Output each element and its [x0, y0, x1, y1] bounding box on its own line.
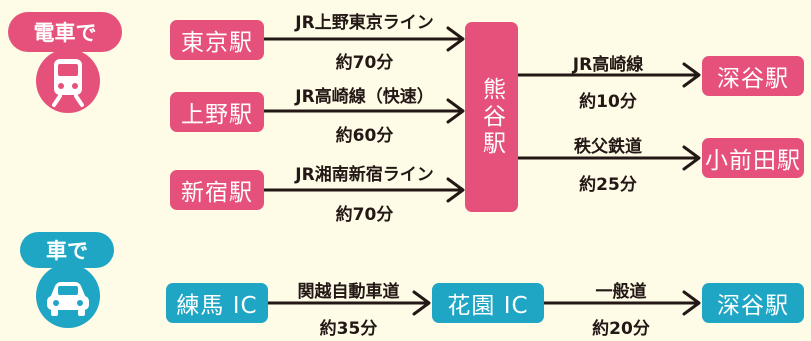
line-label-tokyo: JR上野東京ライン: [295, 13, 434, 33]
line-label-shinjuku: JR湘南新宿ライン: [295, 165, 434, 185]
train-badge-label: 電車で: [33, 21, 97, 45]
ic-hanazono: 花園 IC: [432, 283, 544, 323]
station-obusuda: 小前田駅: [702, 138, 804, 178]
car-icon-circle: [36, 264, 100, 328]
line-label-obusuda: 秩父鉄道: [574, 137, 642, 157]
station-shinjuku: 新宿駅: [170, 170, 264, 210]
station-kumagaya: 熊谷駅: [465, 22, 518, 212]
line-label-fukaya: JR高崎線: [572, 55, 644, 75]
line-label-ueno: JR高崎線（快速）: [295, 87, 434, 107]
time-label-shinjuku: 約70分: [335, 205, 394, 225]
station-fukaya-car: 深谷駅: [702, 283, 804, 323]
station-fukaya-train: 深谷駅: [702, 56, 804, 96]
car-badge-label: 車で: [46, 239, 88, 263]
car-badge: 車で: [20, 232, 114, 268]
time-label-tokyo: 約70分: [335, 53, 394, 73]
road-label-ippandou: 一般道: [595, 282, 647, 302]
station-tokyo: 東京駅: [170, 20, 264, 60]
time-label-ueno: 約60分: [335, 126, 394, 146]
time-label-obusuda: 約25分: [579, 175, 637, 195]
train-icon: [52, 59, 84, 107]
time-label-fukaya: 約10分: [579, 92, 637, 112]
car-icon: [47, 282, 89, 316]
road-label-kanetsu: 関越自動車道: [297, 282, 400, 302]
train-badge: 電車で: [8, 12, 122, 52]
time-label-ippandou: 約20分: [592, 319, 650, 339]
train-icon-circle: [36, 49, 100, 113]
station-ueno: 上野駅: [170, 92, 264, 132]
ic-nerima: 練馬 IC: [166, 283, 268, 323]
time-label-kanetsu: 約35分: [319, 319, 378, 339]
